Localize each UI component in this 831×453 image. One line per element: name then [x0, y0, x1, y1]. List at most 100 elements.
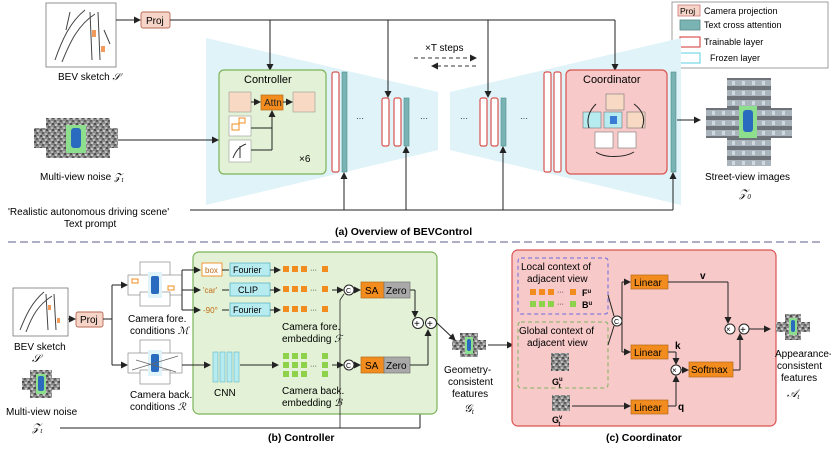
gtv-image: [552, 395, 570, 411]
fore-conditions-label: Camera fore.: [128, 314, 186, 325]
bu-label: Bu: [582, 300, 593, 310]
encoder-ellipsis-1: ···: [356, 114, 364, 123]
legend-text-cross-attention: Text cross attention: [704, 20, 782, 30]
svg-text:···: ···: [557, 301, 564, 308]
softmax-label: Softmax: [691, 365, 728, 376]
overview-panel: BEV sketch 𝒮 Proj Controller Attn: [8, 2, 792, 238]
legend-proj-swatch: [677, 4, 701, 17]
plus-node-1: [412, 317, 424, 329]
global-context-label2: adjacent view: [527, 338, 588, 349]
controller-proj-label: Proj: [80, 315, 98, 326]
linear-v-label: Linear: [634, 278, 662, 289]
overview-proj-label: Proj: [146, 16, 164, 27]
legend-trainable-layer: Trainable layer: [704, 37, 763, 47]
back-concat-symbol: C: [346, 363, 351, 370]
svg-text:···: ···: [310, 267, 317, 274]
overview-bev-sketch-image: [45, 2, 117, 68]
controller-noise-image: [22, 370, 60, 398]
overview-noise-label: Multi-view noise 𝒵t: [40, 172, 125, 184]
k-symbol: k: [675, 341, 681, 352]
v-symbol: v: [700, 271, 706, 282]
v-multiply-symbol: ×: [726, 325, 731, 334]
svg-text:···: ···: [310, 307, 317, 314]
legend-frozen-swatch: [679, 52, 701, 64]
overview-text-prompt-quote: 'Realistic autonomous driving scene': [8, 207, 169, 218]
legend: Proj Camera projection Text cross attent…: [671, 1, 829, 69]
kq-multiply-symbol: ×: [672, 366, 677, 375]
fourier2-label: Fourier: [233, 305, 262, 315]
decoder-layer-4: [553, 71, 562, 173]
camera-back-conditions-image: [127, 339, 183, 385]
plus-symbol-2: +: [427, 319, 433, 330]
decoder-cross-attn-1: [500, 97, 507, 147]
encoder-cross-attn-2: [403, 97, 410, 147]
decoder-layer-3: [543, 71, 552, 173]
plus-symbol-1: +: [414, 319, 420, 330]
linear-q-label: Linear: [634, 403, 662, 414]
street-view-label: Street-view images: [705, 172, 790, 183]
svg-text:···: ···: [310, 363, 317, 370]
local-context-label1: Local context of: [521, 262, 591, 273]
decoder-ellipsis-1: ···: [460, 114, 468, 123]
cnn-label: CNN: [214, 388, 236, 399]
fore-embedding-grid: ··· ··· ···: [283, 266, 328, 314]
global-context-label1: Global context of: [519, 326, 594, 337]
plus-node-2: [425, 317, 437, 329]
coordinator-views-icon: [582, 93, 646, 157]
fore-conditions-label2: conditions ℳ: [130, 326, 190, 337]
local-context-label2: adjacent view: [527, 274, 588, 285]
overview-caption: (a) Overview of BEVControl: [335, 226, 472, 238]
car-tag-label: 'car': [203, 286, 218, 295]
overview-t-steps: ×T steps: [425, 43, 463, 54]
fu-grid: ···: [530, 289, 576, 296]
controller-caption: (b) Controller: [268, 432, 335, 444]
overview-times-six: ×6: [299, 154, 311, 165]
overview-noise-image: [34, 118, 118, 158]
decoder-layer-1: [479, 97, 488, 147]
appearance-label2: consistent: [777, 361, 822, 372]
encoder-layer-1: [331, 71, 340, 173]
controller-noise-symbol: 𝒵t: [31, 422, 43, 435]
box-tag-label: box: [205, 266, 218, 275]
street-view-output-image: [706, 78, 792, 166]
appearance-label1: Appearance-: [775, 349, 831, 360]
legend-cross-attention-swatch: [679, 19, 701, 31]
coordinator-caption: (c) Coordinator: [606, 432, 682, 444]
controller-panel: BEV sketch 𝒮 Proj Camera fore. condition…: [6, 251, 514, 444]
cnn-layers: [233, 351, 240, 383]
decoder-ellipsis-2: ···: [520, 114, 528, 123]
clip-label: CLIP: [238, 285, 258, 295]
geometry-label3: features: [452, 389, 488, 400]
legend-proj-tag: Proj: [680, 6, 695, 16]
legend-trainable-swatch: [679, 36, 701, 48]
encoder-cross-attn-1: [341, 71, 348, 173]
controller-noise-label: Multi-view noise: [6, 407, 78, 418]
fore-embedding-label: Camera fore.: [282, 322, 340, 333]
legend-camera-projection: Camera projection: [704, 6, 778, 16]
geometry-label2: consistent: [448, 377, 493, 388]
encoder-layer-3: [393, 97, 402, 147]
back-sa-label: SA: [365, 361, 379, 372]
geometry-features-image: [452, 333, 486, 357]
controller-bev-sketch-symbol: 𝒮: [32, 353, 44, 365]
deg-tag-label: -90°: [203, 306, 218, 315]
back-conditions-label: Camera back.: [130, 390, 192, 401]
encoder-layer-2: [381, 97, 390, 147]
local-context-box: [517, 257, 609, 315]
appearance-symbol: 𝒜t: [787, 388, 801, 401]
overview-bev-sketch-label: BEV sketch 𝒮: [58, 72, 123, 83]
overview-coordinator-title: Coordinator: [583, 74, 641, 86]
appearance-label3: features: [781, 373, 817, 384]
svg-text:···: ···: [557, 289, 564, 296]
fore-concat-symbol: C: [346, 288, 351, 295]
coord-plus-symbol: +: [740, 325, 746, 336]
coordinator-panel: Local context of adjacent view ··· Fu ··…: [511, 249, 831, 444]
encoder-ellipsis-2: ···: [420, 114, 428, 123]
back-embedding-label2: embedding ℬ: [282, 398, 343, 409]
back-embedding-grid: ···: [283, 353, 328, 377]
overview-controller-title: Controller: [244, 74, 292, 86]
